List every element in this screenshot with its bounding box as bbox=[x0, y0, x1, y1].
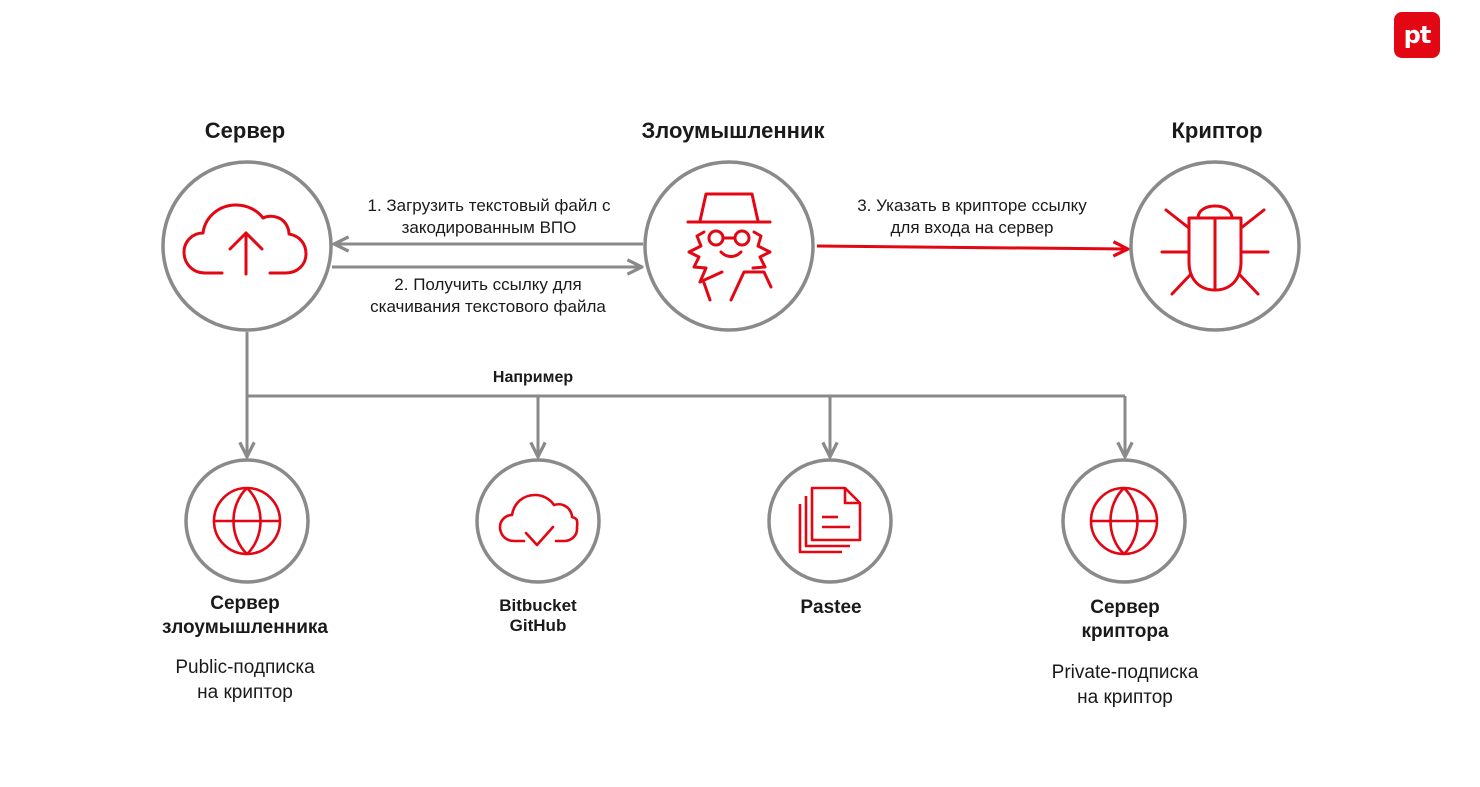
step2-line1: 2. Получить ссылку для bbox=[394, 275, 582, 294]
example-cryptor-server-note: Private-подписка на криптор bbox=[1052, 660, 1199, 710]
example-attacker-server-name: Сервер злоумышленника bbox=[162, 592, 328, 640]
arrow-attacker-to-cryptor bbox=[816, 246, 1126, 249]
cloud-check-icon bbox=[498, 493, 579, 547]
example-cryptor-server-name-line2: криптора bbox=[1081, 621, 1169, 642]
example-attacker-server-name-line1: Сервер bbox=[210, 593, 280, 614]
example-circle-github bbox=[475, 458, 601, 584]
bug-icon bbox=[1160, 204, 1270, 296]
example-circle-attacker-server bbox=[184, 458, 310, 584]
step3-line2: для входа на сервер bbox=[890, 218, 1054, 237]
cryptor-title: Криптор bbox=[1171, 118, 1263, 143]
step1-line2: закодированным ВПО bbox=[401, 218, 577, 237]
example-github-name: Bitbucket GitHub bbox=[499, 596, 576, 636]
globe-icon bbox=[1089, 486, 1159, 556]
step3-label: 3. Указать в крипторе ссылку для входа н… bbox=[857, 195, 1087, 239]
example-pastee-name: Pastee bbox=[800, 596, 861, 620]
server-title: Сервер bbox=[204, 118, 286, 143]
example-attacker-server-note-line2: на криптор bbox=[197, 682, 293, 703]
step2-line2: скачивания текстового файла bbox=[370, 297, 606, 316]
example-attacker-server-name-line2: злоумышленника bbox=[162, 617, 328, 638]
branch-label: Например bbox=[492, 369, 574, 386]
globe-icon bbox=[212, 486, 282, 556]
example-cryptor-server-name-line1: Сервер bbox=[1090, 597, 1160, 618]
step1-label: 1. Загрузить текстовый файл с закодирова… bbox=[367, 195, 610, 239]
example-circle-cryptor-server bbox=[1061, 458, 1187, 584]
server-node bbox=[161, 160, 333, 332]
example-attacker-server-note-line1: Public-подписка bbox=[175, 657, 315, 678]
attacker-node bbox=[643, 160, 815, 332]
example-pastee-name-line1: Pastee bbox=[800, 597, 862, 618]
cryptor-node bbox=[1129, 160, 1301, 332]
example-cryptor-server-name: Сервер криптора bbox=[1081, 596, 1168, 644]
cloud-upload-icon bbox=[182, 203, 308, 276]
example-cryptor-server-note-line2: на криптор bbox=[1077, 687, 1173, 708]
example-github-name-line2: GitHub bbox=[509, 616, 567, 635]
example-circle-pastee bbox=[767, 458, 893, 584]
step2-label: 2. Получить ссылку для скачивания тексто… bbox=[370, 274, 606, 318]
example-attacker-server-note: Public-подписка на криптор bbox=[175, 655, 314, 705]
spy-icon bbox=[686, 192, 773, 302]
example-cryptor-server-note-line1: Private-подписка bbox=[1051, 662, 1199, 683]
example-github-name-line1: Bitbucket bbox=[499, 596, 577, 615]
pt-logo: pt bbox=[1394, 12, 1440, 58]
documents-icon bbox=[798, 486, 862, 554]
step3-line1: 3. Указать в крипторе ссылку bbox=[857, 196, 1087, 215]
attacker-title: Злоумышленник bbox=[641, 118, 825, 143]
step1-line1: 1. Загрузить текстовый файл с bbox=[367, 196, 611, 215]
